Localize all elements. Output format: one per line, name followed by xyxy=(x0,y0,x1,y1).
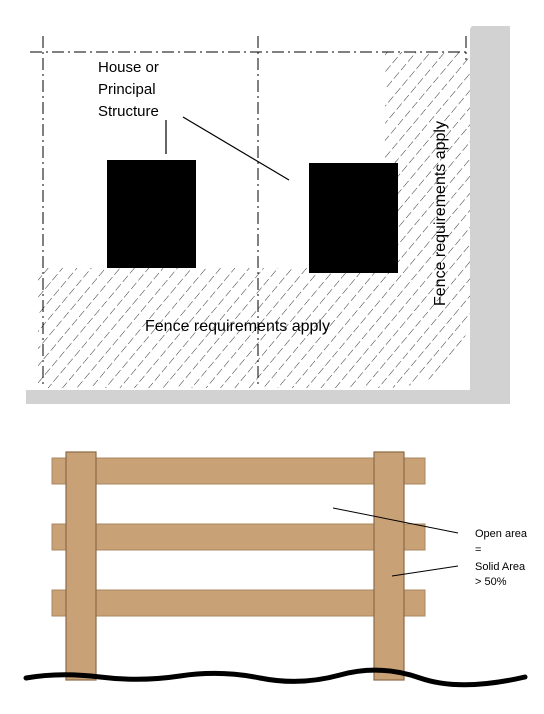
lot-lines xyxy=(30,36,468,388)
solid-area-label: Solid Area xyxy=(475,561,526,573)
solid-area-threshold: > 50% xyxy=(475,576,507,588)
fence-rail-top xyxy=(51,457,426,485)
ground-line xyxy=(23,667,528,688)
leader-solid-area xyxy=(391,565,459,577)
fence-detail: Open area = Solid Area > 50% xyxy=(23,451,528,688)
house-label-line2: Principal xyxy=(98,81,156,98)
house-right xyxy=(309,163,398,273)
fence-rail-bottom xyxy=(51,589,426,617)
leader-line-right xyxy=(182,116,290,181)
fence-rail-middle xyxy=(51,523,426,551)
fence-zone-hatch xyxy=(38,52,470,388)
house-label: House or Principal Structure xyxy=(98,59,163,120)
house-left xyxy=(107,160,196,268)
fence-post-right xyxy=(373,451,405,681)
house-label-line3: Structure xyxy=(98,103,159,120)
site-plan: House or Principal Structure Fence requi… xyxy=(26,26,510,404)
fence-post-left xyxy=(65,451,97,681)
fence-label-bottom: Fence requirements apply xyxy=(145,318,330,335)
house-label-line1: House or xyxy=(98,59,159,76)
compare-symbol: = xyxy=(475,544,481,556)
open-area-label: Open area xyxy=(475,528,528,540)
fence-label-side: Fence requirements apply xyxy=(432,121,449,306)
leader-open-area xyxy=(332,507,459,534)
